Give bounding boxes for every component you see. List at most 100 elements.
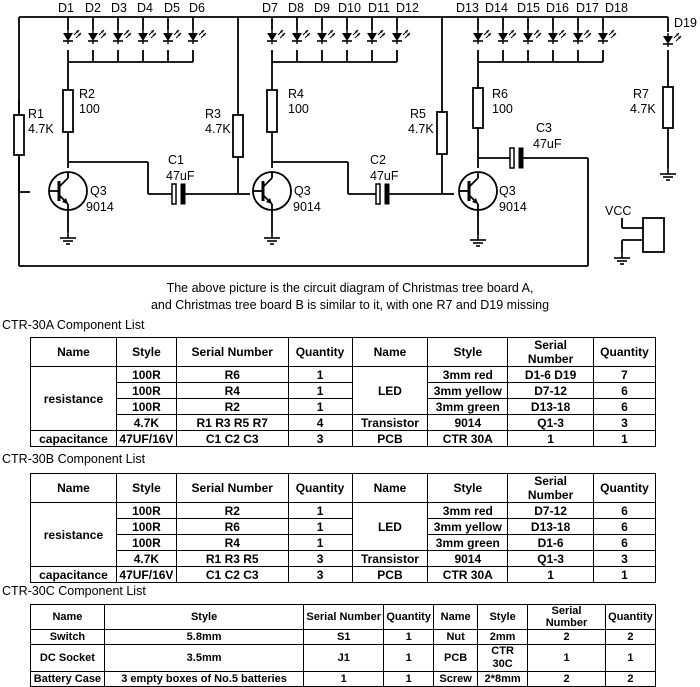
cell: 1 (604, 644, 657, 672)
table-row: capacitance 47UF/16V C1 C2 C3 3 PCB CTR … (30, 430, 656, 447)
label-r7: R7 (633, 87, 649, 101)
cell: CTR 30A (427, 566, 509, 583)
header-cell: Quantity (593, 473, 656, 503)
cell: R2 (175, 398, 289, 415)
cell: R4 (175, 382, 289, 399)
label-d13: D13 (456, 1, 479, 15)
label-d8: D8 (288, 1, 304, 15)
label-c3: C3 (536, 121, 552, 135)
section-title-c: CTR-30C Component List (2, 584, 146, 598)
label-d5: D5 (164, 1, 180, 15)
cell: 2*8mm (477, 671, 529, 687)
group-led: LED (351, 366, 429, 415)
table-row: resistance 100R R6 1 LED 3mm red D1-6 D1… (30, 366, 656, 431)
cell: 1 (287, 398, 353, 415)
header-cell: Style (115, 337, 177, 367)
cell: R2 (175, 502, 289, 519)
cell: C1 C2 C3 (175, 430, 289, 447)
cell: C1 C2 C3 (175, 566, 289, 583)
label-d18: D18 (605, 1, 628, 15)
cell: 100R (115, 398, 177, 415)
table-row: resistance 100R R2 1 LED 3mm red D7-12 6 (30, 502, 656, 567)
header-cell: Name (30, 337, 117, 367)
section-title-b: CTR-30B Component List (2, 452, 146, 466)
header-cell: Style (477, 604, 529, 630)
cell: 9014 (427, 414, 509, 431)
table-row: 4.7K R1 R3 R5 R7 4 Transistor 9014 Q1-3 … (31, 414, 656, 431)
label-r5: R5 (410, 107, 426, 121)
label-r2: R2 (79, 87, 95, 101)
label-d4: D4 (137, 1, 153, 15)
cell: 3mm green (427, 398, 509, 415)
caption-line-2: and Christmas tree board B is similar to… (150, 298, 550, 312)
label-r5-value: 4.7K (408, 122, 434, 136)
header-cell: Serial Number (527, 604, 606, 630)
table-row: 100R R6 1 3mm yellow D13-18 6 (31, 518, 656, 535)
cell: 1 (287, 366, 353, 383)
cell: Q1-3 (507, 414, 594, 431)
group-resistance: resistance (30, 502, 117, 567)
header-cell: Serial Number (303, 604, 385, 630)
cell: 3 (593, 414, 656, 431)
header-cell: Name (351, 473, 429, 503)
cell: R1 R3 R5 R7 (175, 414, 289, 431)
label-d17: D17 (576, 1, 599, 15)
label-d10: D10 (338, 1, 361, 15)
label-c2: C2 (370, 153, 386, 167)
cell: 100R (115, 382, 177, 399)
cell: 100R (115, 502, 177, 519)
cell: 1 (383, 644, 435, 672)
cell: capacitance (30, 430, 117, 447)
cell: Nut (433, 629, 479, 645)
cell: Battery Case (30, 671, 105, 687)
cell: D1-6 D19 (507, 366, 594, 383)
cell: 3 (287, 550, 353, 567)
cell: R1 R3 R5 (175, 550, 289, 567)
table-row: 100R R2 1 3mm green D13-18 6 (31, 398, 656, 415)
cell: 3 (593, 550, 656, 567)
cell: 3mm yellow (427, 382, 509, 399)
cell: Q1-3 (507, 550, 594, 567)
cell: 4 (287, 414, 353, 431)
header-cell: Serial Number (507, 473, 594, 503)
header-cell: Style (427, 337, 509, 367)
cell: 7 (593, 366, 656, 383)
table-row: 100R R4 1 3mm green D1-6 6 (31, 534, 656, 551)
label-c2-value: 47uF (370, 169, 399, 183)
label-d7: D7 (262, 1, 278, 15)
cell: CTR 30C (477, 644, 529, 672)
label-r6: R6 (492, 87, 508, 101)
header-cell: Serial Number (175, 473, 289, 503)
header-cell: Name (30, 473, 117, 503)
header-cell: Quantity (383, 604, 435, 630)
label-r1: R1 (28, 107, 44, 121)
cell: 3mm red (427, 366, 509, 383)
cell: 1 (593, 430, 656, 447)
table-header-row: Name Style Serial Number Quantity Name S… (30, 473, 656, 503)
label-d11: D11 (368, 1, 390, 15)
cell: 3mm red (427, 502, 509, 519)
cell: 6 (593, 398, 656, 415)
cell: R6 (175, 518, 289, 535)
label-d9: D9 (314, 1, 330, 15)
cell: 1 (383, 671, 435, 687)
label-c1: C1 (168, 153, 184, 167)
label-d6: D6 (189, 1, 205, 15)
label-vcc: VCC (605, 204, 631, 218)
cell: 47UF/16V (115, 566, 177, 583)
header-cell: Quantity (593, 337, 656, 367)
cell: D13-18 (507, 398, 594, 415)
table-row: 4.7K R1 R3 R5 3 Transistor 9014 Q1-3 3 (31, 550, 656, 567)
label-r4-value: 100 (288, 102, 309, 116)
table-row: DC Socket 3.5mm J1 1 PCB CTR 30C 1 1 (30, 644, 657, 672)
cell: 6 (593, 518, 656, 535)
cell: PCB (351, 566, 429, 583)
label-q-stage2: Q3 (294, 184, 311, 198)
cell: Transistor (351, 550, 429, 567)
header-cell: Style (115, 473, 177, 503)
label-r7-value: 4.7K (630, 102, 656, 116)
cell: 1 (507, 430, 594, 447)
label-r2-value: 100 (79, 102, 100, 116)
caption-line-1: The above picture is the circuit diagram… (166, 281, 534, 295)
cell: Transistor (351, 414, 429, 431)
